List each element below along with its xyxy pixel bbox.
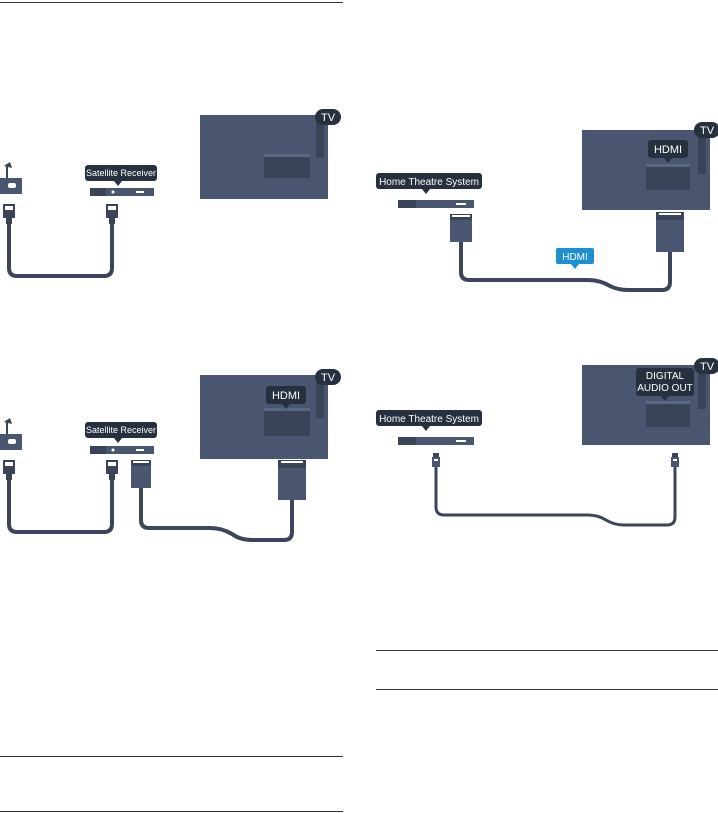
rule-left-2 xyxy=(0,811,343,812)
receiver-connector xyxy=(106,460,118,480)
top-rule-left xyxy=(0,2,343,3)
dish-connector xyxy=(3,204,15,224)
tv-badge-text: TV xyxy=(321,372,336,384)
diagram-antenna-satellite: TV Satellite Receiver xyxy=(0,109,341,278)
diagram-home-theatre-optical: DIGITAL AUDIO OUT TV Home Theatre System xyxy=(376,358,718,527)
hdmi-cable-badge: HDMI xyxy=(556,248,594,269)
tv-badge: TV xyxy=(315,109,341,125)
home-theatre-system xyxy=(398,437,474,445)
satellite-receiver xyxy=(90,188,154,196)
tv xyxy=(200,375,328,459)
satellite-dish-icon xyxy=(0,162,22,194)
digital-audio-out-label: DIGITAL AUDIO OUT xyxy=(636,368,694,401)
diagram-satellite-hdmi: HDMI TV Satellite Receiver xyxy=(0,369,341,542)
hdmi-plug-tv xyxy=(656,212,684,252)
home-theatre-system xyxy=(398,200,474,208)
hdmi-plug-receiver xyxy=(131,460,151,488)
tv-badge: TV xyxy=(694,358,718,374)
device-label-text: Satellite Receiver xyxy=(86,168,156,178)
hdmi-port-label: HDMI xyxy=(648,140,688,163)
digital-audio-out-line1: DIGITAL xyxy=(646,371,685,382)
rule-left-1 xyxy=(0,756,343,757)
hdmi-cable-badge-text: HDMI xyxy=(562,252,588,263)
device-label: Satellite Receiver xyxy=(85,422,157,443)
hdmi-port-label: HDMI xyxy=(266,386,306,409)
receiver-connector xyxy=(106,204,118,224)
digital-audio-out-line2: AUDIO OUT xyxy=(637,383,693,394)
tv xyxy=(200,115,328,199)
device-label-text: Satellite Receiver xyxy=(86,425,156,435)
rule-right-1 xyxy=(376,650,718,651)
dish-connector xyxy=(3,460,15,480)
optical-plug-tv xyxy=(671,453,679,467)
hdmi-cable xyxy=(139,488,294,542)
tv-badge-text: TV xyxy=(700,361,715,373)
satellite-receiver xyxy=(90,446,154,454)
hdmi-port-label-text: HDMI xyxy=(654,144,682,156)
coax-cable xyxy=(7,224,114,278)
hdmi-plug-device xyxy=(450,214,472,242)
device-label: Home Theatre System xyxy=(376,173,482,194)
device-label-text: Home Theatre System xyxy=(379,414,479,425)
tv-badge-text: TV xyxy=(321,112,336,124)
tv-badge: TV xyxy=(315,369,341,385)
optical-cable xyxy=(434,467,677,527)
hdmi-cable xyxy=(459,242,672,292)
satellite-dish-icon xyxy=(0,418,22,450)
device-label: Satellite Receiver xyxy=(85,165,157,186)
hdmi-plug-tv xyxy=(278,460,306,500)
tv-badge: TV xyxy=(694,122,718,138)
tv-badge-text: TV xyxy=(700,125,715,137)
diagram-home-theatre-hdmi: HDMI TV Home Theatre System HDMI xyxy=(376,122,718,292)
optical-plug-device xyxy=(432,453,440,467)
hdmi-port-label-text: HDMI xyxy=(272,390,300,402)
rule-right-2 xyxy=(376,689,718,690)
tv xyxy=(582,130,710,210)
device-label: Home Theatre System xyxy=(376,410,482,431)
device-label-text: Home Theatre System xyxy=(379,177,479,188)
coax-cable xyxy=(7,480,114,534)
